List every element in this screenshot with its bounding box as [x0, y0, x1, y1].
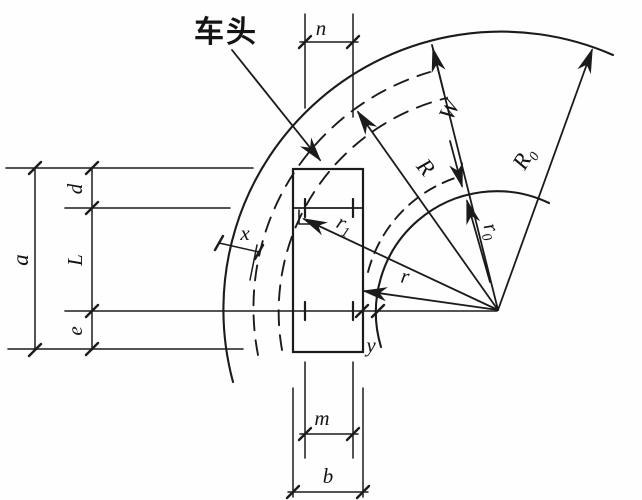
e-label: e	[63, 326, 87, 335]
dle-ticks	[84, 160, 100, 357]
swept-width-label: W	[434, 94, 466, 124]
n-ticks	[297, 34, 361, 50]
inner-corner-radius-arrow	[466, 198, 491, 283]
L-label: L	[63, 254, 87, 267]
x-dimension-line	[218, 242, 260, 253]
vehicle-front-label: 车头	[194, 15, 258, 49]
y-label: y	[364, 333, 376, 357]
inner-wheel-path-arc-dashed	[367, 176, 459, 273]
second-wheel-path-arc-dashed	[277, 97, 448, 351]
m-ticks	[297, 426, 361, 442]
x-extension-stroke	[249, 244, 258, 281]
m-label: m	[314, 406, 329, 430]
y-ticks	[354, 303, 386, 319]
r-symbol: r	[399, 264, 412, 289]
swept-width-inner-arrow	[449, 140, 463, 189]
inner-wheel-radius-arrow	[361, 287, 499, 311]
outer-wheel-radius-arrow	[356, 110, 499, 311]
x-ticks	[213, 234, 265, 261]
front-inner-wheel-radius-arrow	[302, 218, 499, 311]
outer-wheel-radius-label: R	[411, 153, 440, 181]
vehicle-outline	[291, 167, 365, 354]
a-ticks	[27, 160, 43, 358]
inner-corner-radius-label: r0	[475, 219, 507, 243]
d-label: d	[63, 183, 87, 194]
outer-corner-radius-arrow	[497, 48, 593, 311]
b-label: b	[323, 464, 334, 488]
n-label: n	[316, 16, 327, 40]
inner-wheel-radius-label: r	[399, 264, 412, 289]
outer-corner-path-arc	[222, 30, 615, 384]
inner-corner-path-arc	[374, 190, 551, 349]
outer-corner-radius-label: R0	[507, 143, 543, 177]
swept-width-outer-arrow	[431, 46, 446, 94]
a-label: a	[8, 254, 33, 266]
vehicle-front-leader-line	[231, 49, 322, 162]
W-symbol: W	[434, 94, 466, 124]
r0-subscript: 0	[478, 232, 494, 244]
b-ticks	[285, 484, 371, 500]
linework	[5, 13, 615, 500]
R-symbol: R	[411, 153, 440, 181]
x-label: x	[239, 221, 250, 245]
outer-wheel-path-arc-dashed	[252, 71, 431, 356]
